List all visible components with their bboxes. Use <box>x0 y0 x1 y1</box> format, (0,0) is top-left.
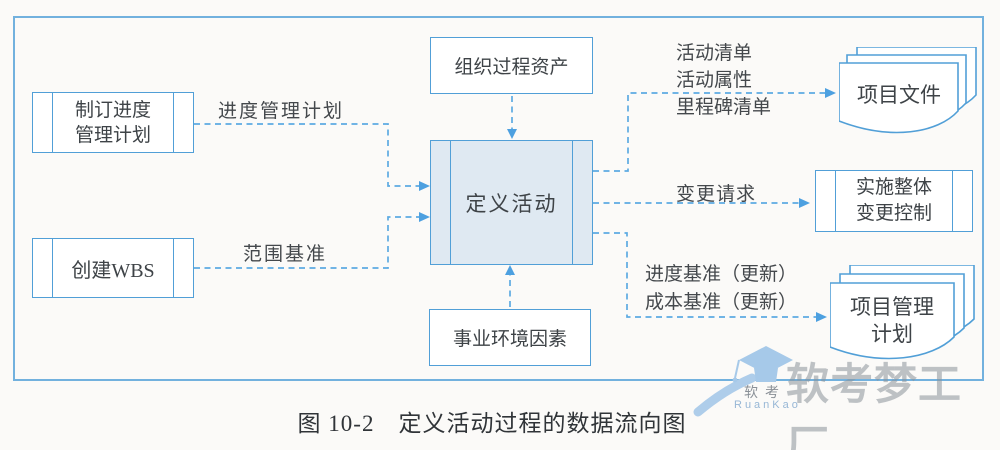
project-mgmt-plan-stack <box>830 265 975 360</box>
label-baseline-updates: 进度基准（更新） 成本基准（更新） <box>645 264 798 313</box>
node-define-activities-label: 定义活动 <box>465 191 558 216</box>
watermark-logo-cn: 软考 <box>744 384 786 400</box>
document-sheet-front <box>830 282 955 360</box>
flow-activity-outputs-line <box>593 92 827 172</box>
flow-baseline-updates-arrowhead <box>816 312 827 322</box>
flow-scope-baseline-line <box>194 216 421 269</box>
node-define-activities: 定义活动 <box>430 140 593 265</box>
node-org-process-assets-label: 组织过程资产 <box>454 57 569 78</box>
document-sheet-front <box>839 62 959 134</box>
node-enterprise-env-factors-label: 事业环境因素 <box>452 329 567 350</box>
flow-baseline-updates-line <box>593 232 818 318</box>
diagram-border <box>13 16 984 381</box>
logo-swoosh <box>693 373 757 417</box>
node-create-wbs-label: 创建WBS <box>71 259 155 282</box>
graduation-cap-icon <box>693 346 793 417</box>
node-integrated-change-control-label: 实施整体 变更控制 <box>855 177 932 224</box>
flow-change-request-arrowhead <box>799 198 810 208</box>
label-scope-baseline: 范围基准 <box>243 244 328 265</box>
label-change-request: 变更请求 <box>676 184 757 205</box>
watermark-logo <box>693 346 793 417</box>
flow-activity-outputs-arrowhead <box>825 88 836 98</box>
label-schedule-mgmt-plan: 进度管理计划 <box>218 101 345 122</box>
node-create-wbs: 创建WBS <box>32 238 194 298</box>
node-integrated-change-control: 实施整体 变更控制 <box>815 170 973 232</box>
node-develop-schedule-plan: 制订进度 管理计划 <box>32 92 194 153</box>
flow-scope-baseline-arrowhead <box>419 212 430 222</box>
flow-schedule-mgmt-plan-arrowhead <box>419 181 430 191</box>
project-documents-label: 项目文件 <box>857 83 941 107</box>
node-enterprise-env-factors: 事业环境因素 <box>429 309 591 366</box>
flow-opa-arrowhead <box>507 129 517 139</box>
cap-tassel <box>734 359 740 379</box>
figure-caption: 图 10-2 定义活动过程的数据流向图 <box>297 411 687 436</box>
label-activity-outputs: 活动清单 活动属性 里程碑清单 <box>676 43 772 118</box>
watermark-brand-text: 软考梦工厂 <box>786 361 962 450</box>
node-develop-schedule-plan-label: 制订进度 管理计划 <box>74 99 151 146</box>
cap-tassel-knob <box>732 377 738 383</box>
project-mgmt-plan-label: 项目管理 计划 <box>850 295 934 346</box>
project-documents-stack <box>839 47 977 134</box>
cap-base <box>754 368 778 382</box>
flow-schedule-mgmt-plan-line <box>194 123 421 187</box>
cap-board <box>739 346 793 374</box>
flow-eef-arrowhead <box>505 265 515 275</box>
node-org-process-assets: 组织过程资产 <box>430 37 593 94</box>
watermark-logo-en: RuanKao <box>734 399 801 411</box>
